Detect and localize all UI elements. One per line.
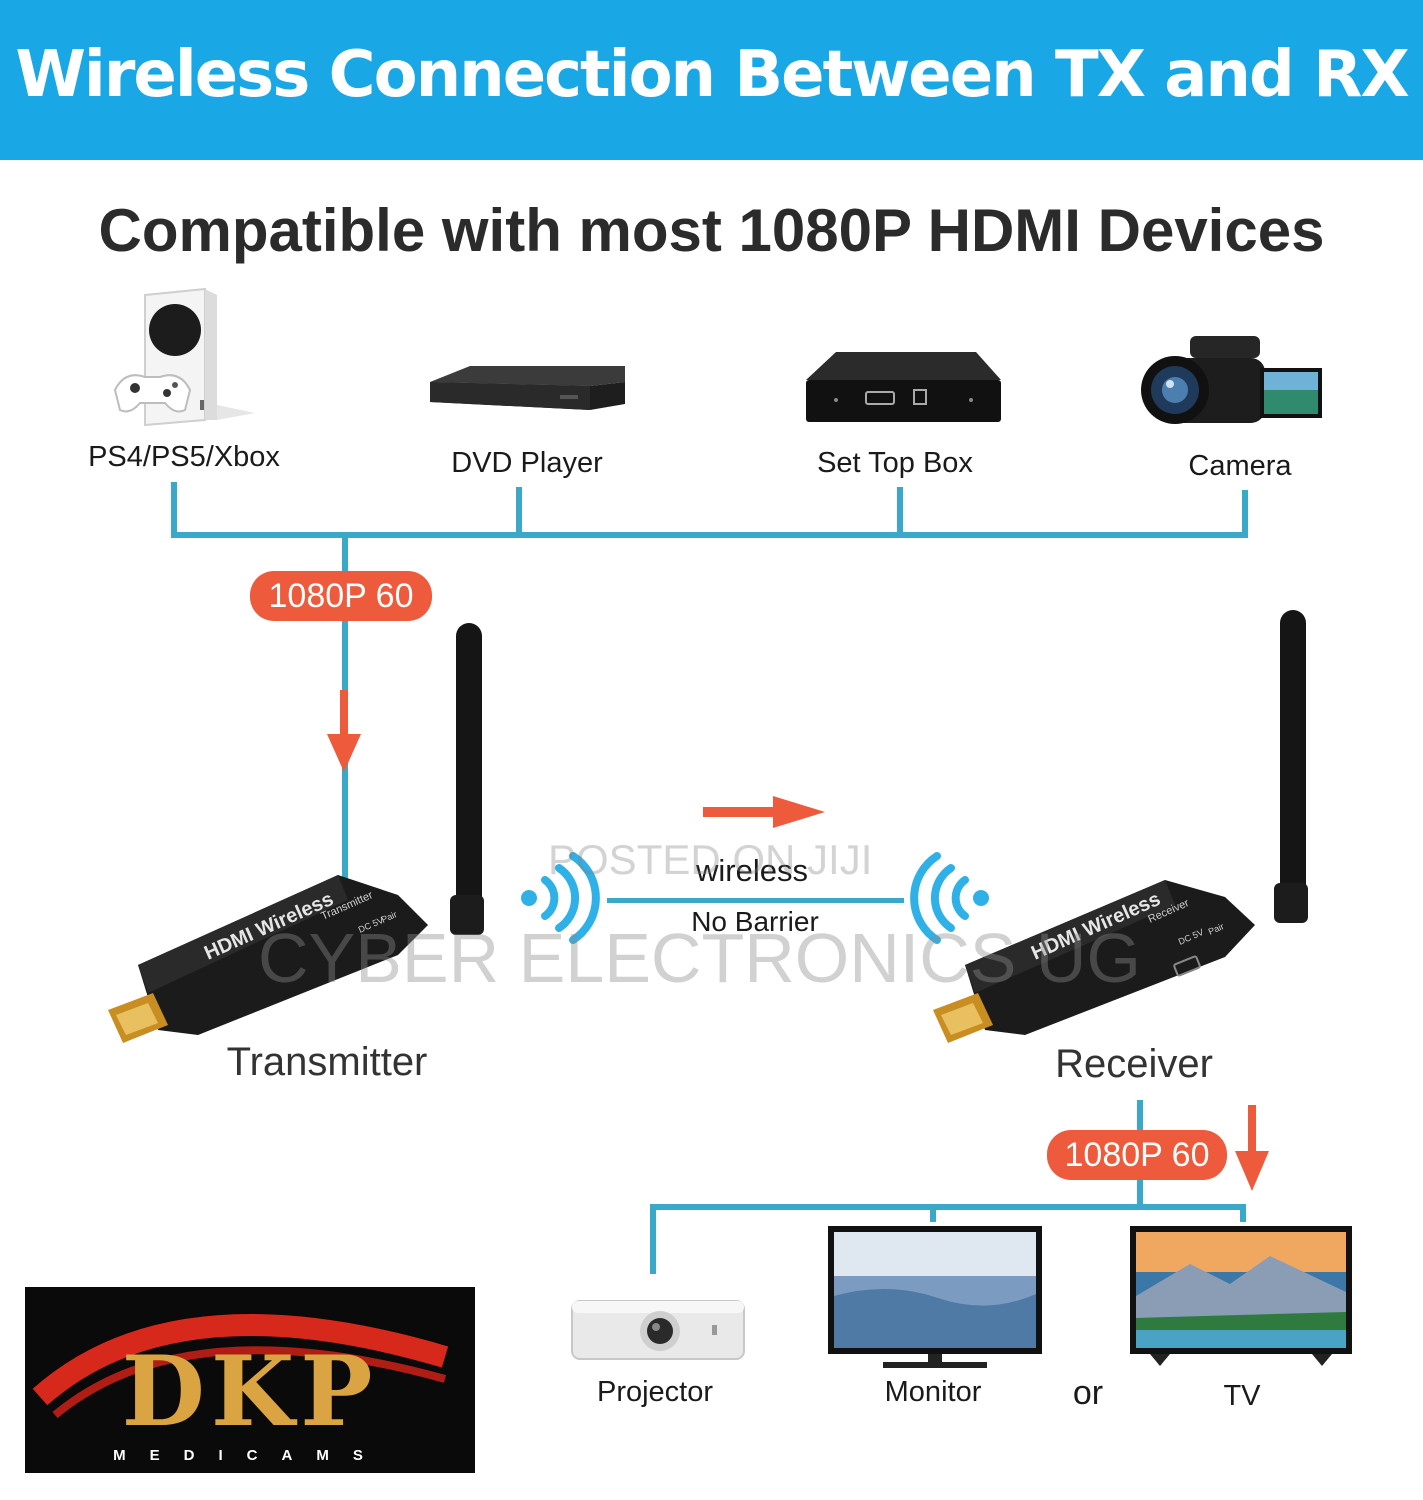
signal-waves-left-icon [521,852,600,944]
page-title: Wireless Connection Between TX and RX [15,38,1409,112]
camcorder-icon [1141,336,1322,424]
receiver-label: Receiver [1055,1042,1213,1086]
source-bus [171,532,1248,538]
dvd-player-icon [430,366,625,410]
transmitter-label: Transmitter [226,1040,428,1084]
source-wire-camera [1242,490,1248,538]
display-label-tv: TV [1223,1380,1261,1412]
source-label-console: PS4/PS5/Xbox [88,441,280,473]
tv-icon [1130,1226,1352,1366]
wireless-link-line [607,898,904,903]
projector-icon [571,1300,745,1360]
display-wire-tv [1240,1204,1246,1222]
monitor-icon [828,1226,1042,1368]
display-label-projector: Projector [596,1376,714,1408]
output-resolution-badge: 1080P 60 [1047,1130,1227,1180]
receiver-device: HDMI Wireless Receiver DC 5V Pair [933,610,1308,1043]
down-arrow-icon [1235,1105,1269,1191]
dkp-logo: DKP MEDICAMS [25,1287,475,1473]
signal-waves-right-icon [910,852,989,944]
source-label-camera: Camera [1188,450,1292,482]
right-arrow-icon [703,796,825,828]
display-label-monitor: Monitor [884,1376,982,1408]
subtitle: Compatible with most 1080P HDMI Devices [98,197,1325,264]
source-wire-console [171,482,177,538]
display-bus [650,1204,1246,1210]
set-top-box-icon [806,352,1001,422]
source-label-stb: Set Top Box [817,447,973,479]
source-wire-dvd [516,487,522,538]
or-label: or [1072,1374,1104,1412]
game-console-icon [113,287,255,427]
watermark-seller: CYBER ELECTRONICS UG [258,919,1141,997]
header-banner [0,0,1423,160]
down-arrow-icon [327,690,361,772]
wireless-label: wireless [696,853,808,888]
logo-brand: DKP [121,1335,379,1448]
transmitter-device: HDMI Wireless Transmitter DC 5V Pair [108,623,484,1043]
source-wire-stb [897,487,903,538]
no-barrier-label: No Barrier [691,906,819,937]
logo-swoosh [32,1314,449,1419]
watermark-posted: POSTED ON JIJI [548,836,873,883]
display-wire-projector [650,1204,656,1274]
display-wire-monitor [930,1204,936,1222]
source-label-dvd: DVD Player [451,447,603,479]
logo-tagline: MEDICAMS [113,1447,387,1464]
input-resolution-badge: 1080P 60 [250,571,432,621]
